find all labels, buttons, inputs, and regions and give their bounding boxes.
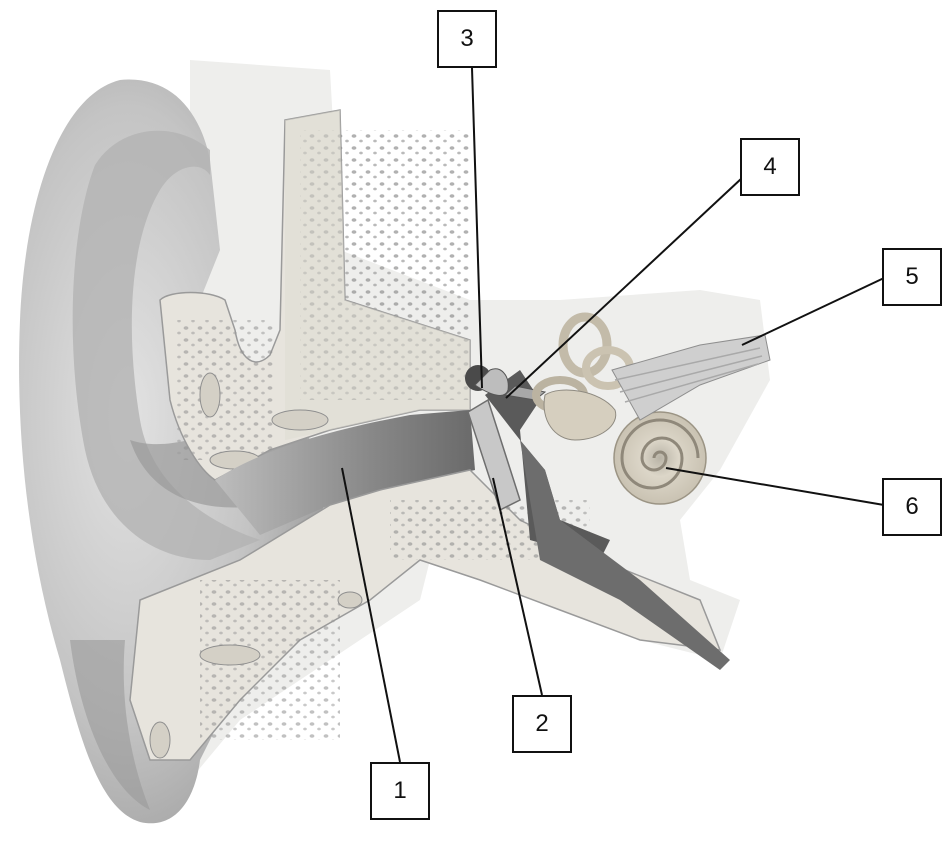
- cartilage-lobule-e: [338, 592, 362, 608]
- label-2[interactable]: 2: [512, 695, 572, 753]
- label-6[interactable]: 6: [882, 478, 942, 536]
- cartilage-lobule-d: [200, 645, 260, 665]
- cochlea: [614, 412, 706, 504]
- cartilage-lobule-a: [200, 373, 220, 417]
- label-3[interactable]: 3: [437, 10, 497, 68]
- label-4[interactable]: 4: [740, 138, 800, 196]
- label-5[interactable]: 5: [882, 248, 942, 306]
- cartilage-lobule-f: [150, 722, 170, 758]
- label-1[interactable]: 1: [370, 762, 430, 820]
- cartilage-lobule-b: [272, 410, 328, 430]
- upper-cartilage-pores: [175, 320, 275, 460]
- leader-line-5: [742, 278, 884, 345]
